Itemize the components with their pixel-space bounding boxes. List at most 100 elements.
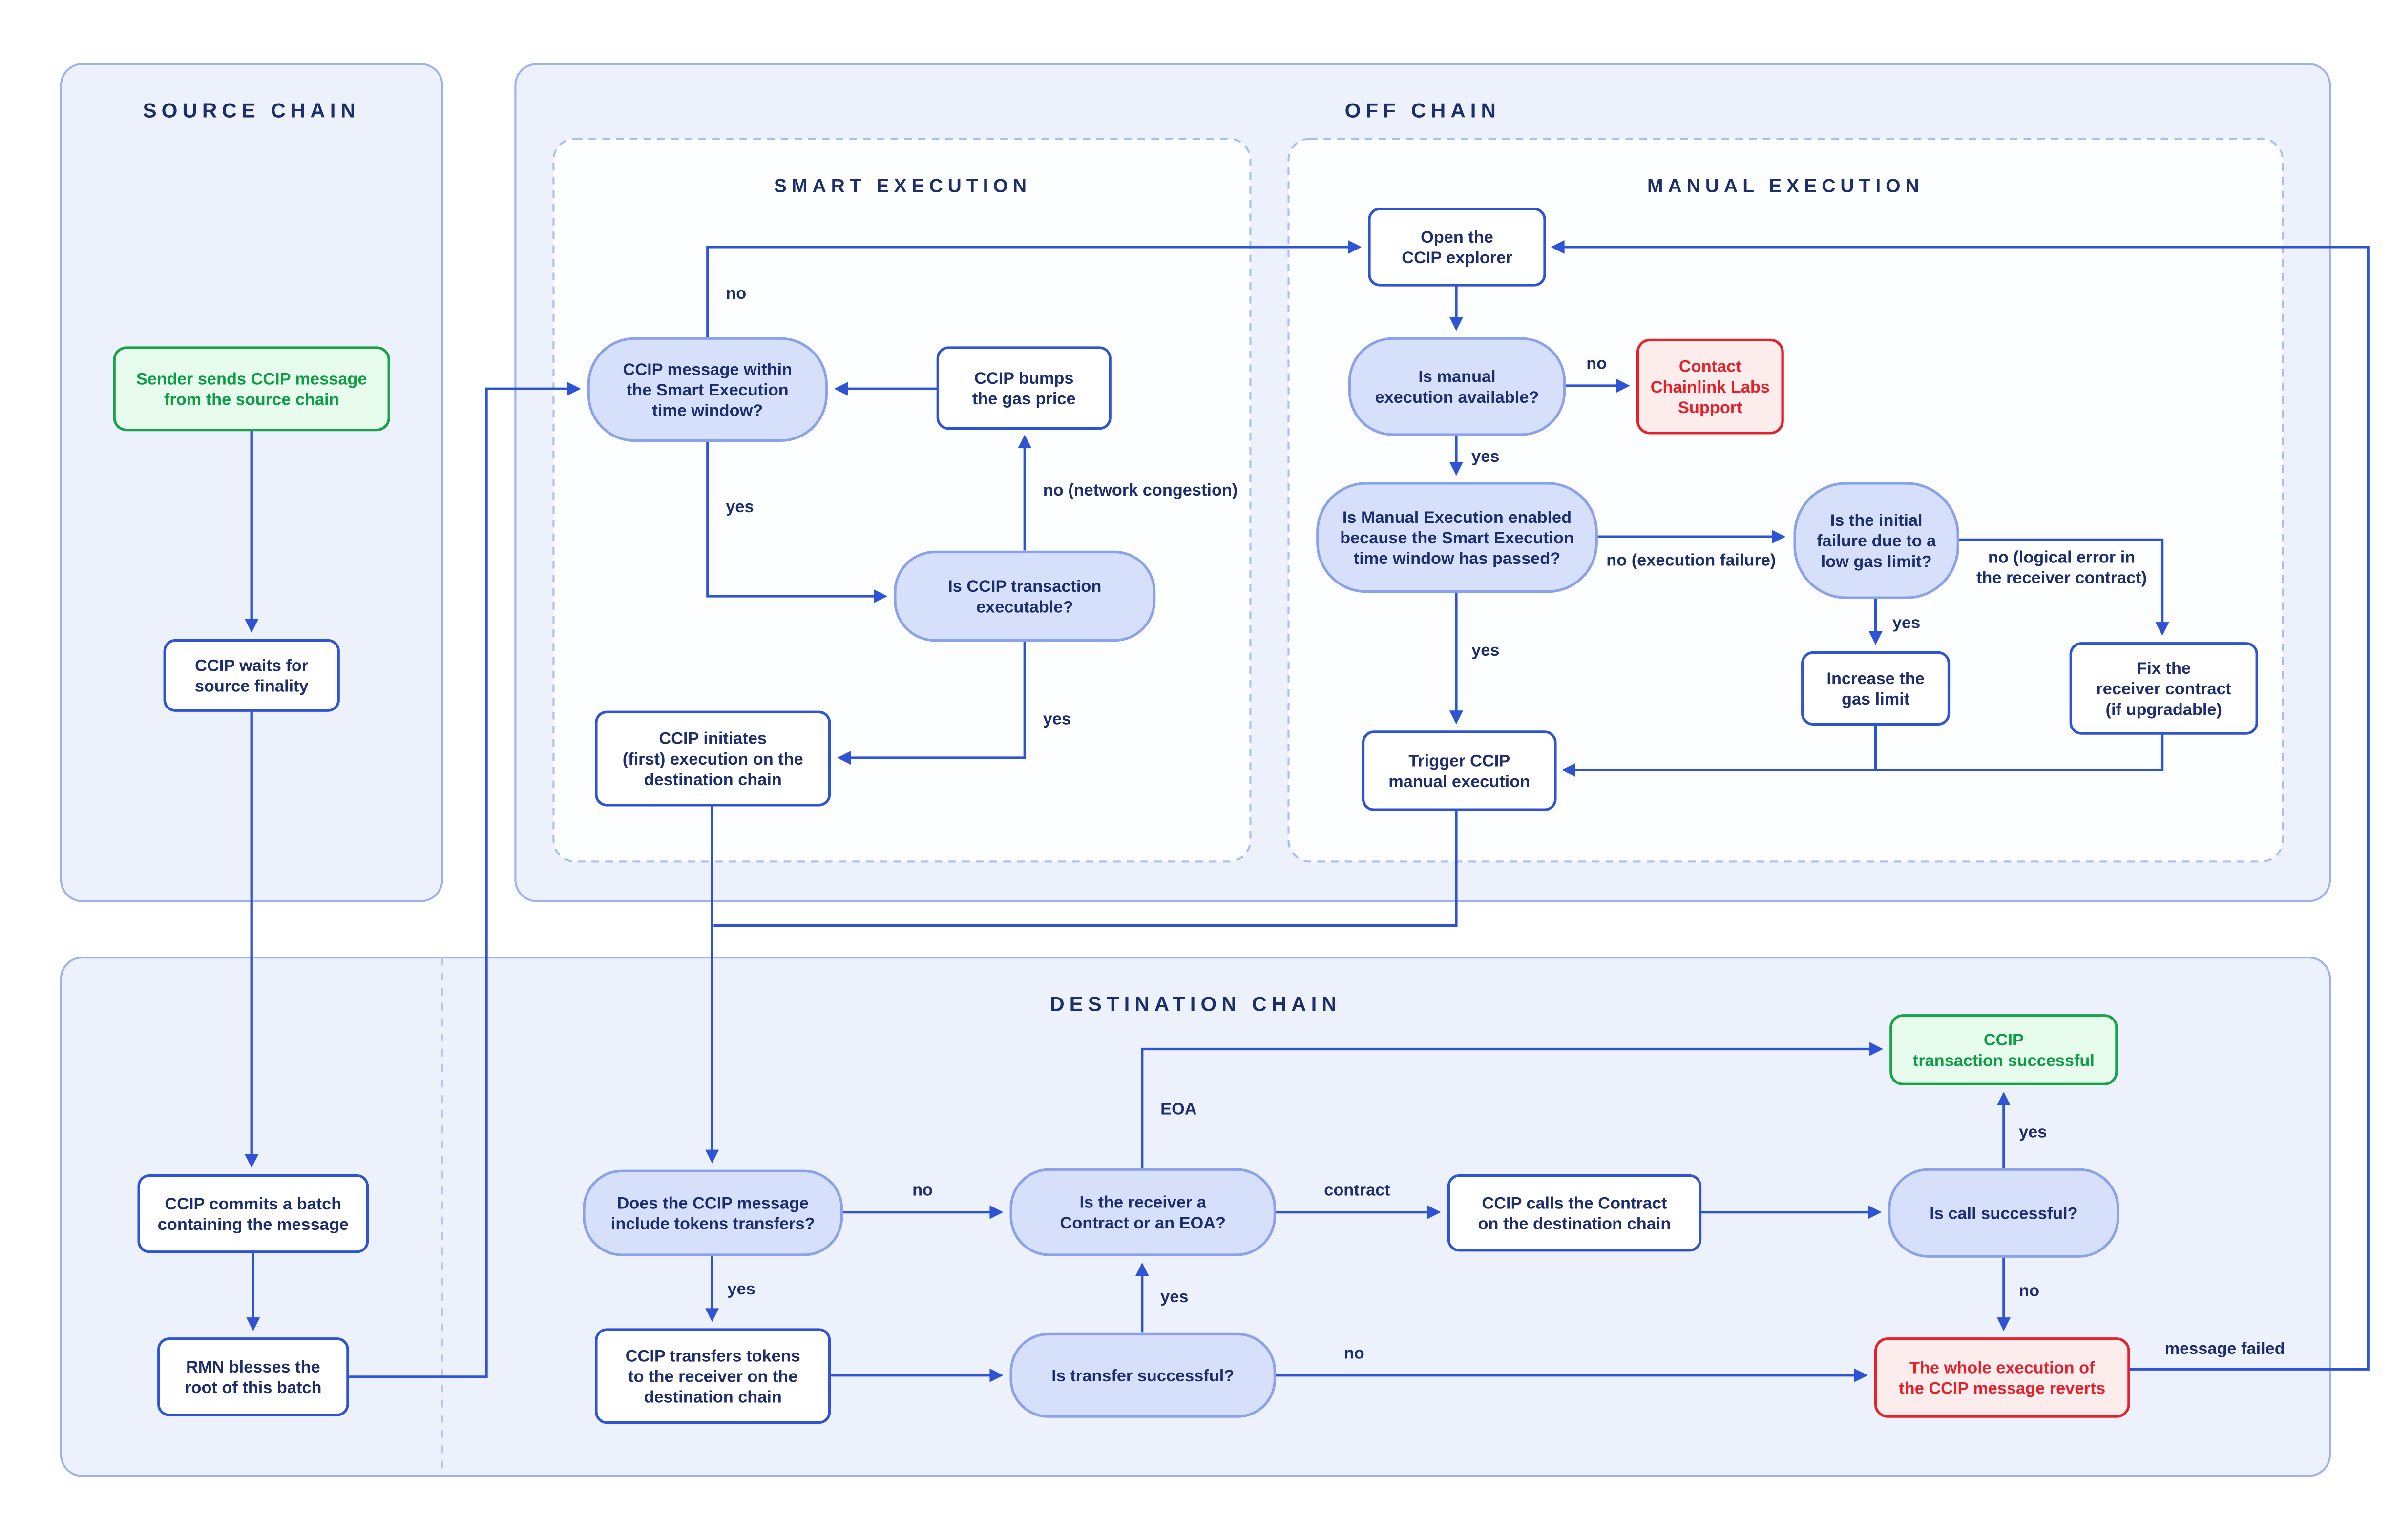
node-shape-tx-executable [894,550,1156,642]
edge-line-executable-yes-to-initiates [849,640,1026,759]
node-shape-calls-contract [1447,1174,1702,1252]
arrowhead-sender-to-waits [245,619,259,633]
arrowhead-tokens-no-to-receiver [989,1205,1004,1219]
arrowhead-enabled-yes-to-trigger [1449,710,1463,725]
arrowhead-waits-to-commits [245,1154,259,1168]
node-shape-transfers-tokens [595,1328,831,1424]
edge-line-receiver-eoa-to-success [1141,1047,1871,1170]
arrowhead-transfers-to-tsuccess [989,1368,1004,1382]
edge-executable-no-to-bumps: no (network congestion) [1018,434,1238,551]
arrowhead-tsuccess-yes-to-receiver [1135,1262,1149,1276]
panel-title-manual-execution: MANUAL EXECUTION [1647,175,1924,196]
edge-fix-to-trigger [1561,733,2164,777]
edge-window-no-to-explorer: no [706,240,1362,339]
node-shape-rmn-blesses [157,1337,349,1416]
panel-box-smart-execution [552,138,1252,863]
edge-label-callsuccess-no-to-reverts: no [2019,1281,2039,1300]
edge-waits-to-commits [245,710,259,1168]
arrowhead-callsuccess-yes-to-success [1996,1091,2011,1106]
arrowhead-receiver-eoa-to-success [1869,1042,1884,1056]
arrowhead-window-no-to-explorer [1348,240,1362,254]
arrowhead-window-yes-to-executable [874,589,888,604]
arrowhead-executable-yes-to-initiates [837,750,851,765]
edge-bumps-to-window [834,382,938,396]
edge-label-reverts-to-explorer: message failed [2165,1339,2285,1358]
node-shape-call-successful [1888,1168,2119,1258]
arrowhead-available-yes-to-enabled [1449,462,1463,476]
edge-label-receiver-contract-to-calls: contract [1324,1181,1390,1199]
edge-label-available-no-to-contact: no [1586,354,1607,373]
edge-line-window-no-to-explorer [706,246,1350,339]
panel-smart-execution: SMART EXECUTION [552,138,1252,863]
arrowhead-initial-no-to-fix [2155,622,2169,636]
node-shape-fix-receiver [2069,642,2258,735]
edge-label-tokens-no-to-receiver: no [912,1181,933,1199]
edge-label-window-no-to-explorer: no [726,284,746,303]
node-shape-initiates-exec [595,710,831,807]
edge-label-initial-yes-to-increase: yes [1892,614,1920,632]
node-shape-bumps-gas [936,346,1112,430]
node-shape-initial-failure [1793,482,1959,599]
arrowhead-executable-no-to-bumps [1018,434,1032,449]
edge-explorer-to-available [1449,285,1463,331]
panel-title-destination-chain: DESTINATION CHAIN [1049,992,1341,1015]
edge-label-tsuccess-no-to-reverts: no [1344,1344,1364,1362]
edge-line-fix-to-trigger [1573,733,2164,771]
node-text-call-successful: Is call successful? [1930,1204,2077,1223]
edge-calls-to-callsuccess [1700,1205,1882,1219]
arrowhead-calls-to-callsuccess [1868,1205,1882,1219]
node-shape-transfer-successful [1009,1332,1277,1418]
edge-line-reverts-to-explorer [1563,246,2370,1371]
edge-tsuccess-no-to-reverts: no [1275,1344,1868,1382]
panel-title-source-chain: SOURCE CHAIN [143,99,360,122]
arrowhead-available-no-to-contact [1616,379,1630,393]
edge-initial-yes-to-increase: yes [1868,598,1920,645]
arrowhead-initial-yes-to-increase [1868,631,1883,645]
arrowhead-receiver-contract-to-calls [1427,1205,1441,1219]
edge-receiver-contract-to-calls: contract [1275,1181,1441,1219]
edge-tokens-no-to-receiver: no [841,1181,1004,1219]
edge-tokens-yes-to-transfers: yes [705,1256,755,1322]
edge-available-no-to-contact: no [1564,354,1630,393]
node-shape-manual-available [1348,337,1566,436]
node-shape-contact-support [1636,338,1784,435]
edge-label-executable-no-to-bumps: no (network congestion) [1043,481,1238,499]
edge-label-tsuccess-yes-to-receiver: yes [1160,1288,1188,1306]
arrowhead-enabled-no-to-initial [1772,530,1786,544]
arrowhead-tokens-yes-to-transfers [705,1308,719,1322]
edge-label-available-yes-to-enabled: yes [1471,447,1499,466]
edge-line-window-yes-to-executable [706,440,876,598]
node-shape-trigger-manual [1362,730,1557,811]
node-shape-receiver-type [1009,1168,1277,1256]
node-call-successful: Is call successful? [1888,1168,2119,1258]
